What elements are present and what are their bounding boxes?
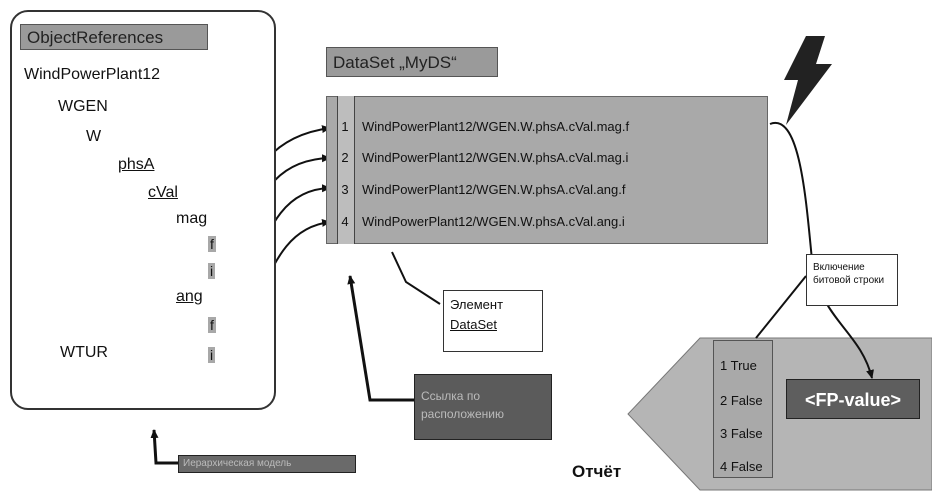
- report-flag: 1 True: [720, 358, 757, 373]
- tree-node-ang: ang: [176, 288, 203, 305]
- bitstring-pointer: [755, 275, 807, 339]
- bottom-ref-arrow: [150, 429, 178, 465]
- hierarchy-model-label: Иерархическая модель: [178, 455, 356, 473]
- object-references-title: ObjectReferences: [20, 24, 208, 50]
- tree-node-wtur: WTUR: [60, 344, 108, 361]
- dataset-row-reference: WindPowerPlant12/WGEN.W.phsA.cVal.mag.f: [362, 119, 630, 134]
- report-flag: 4 False: [720, 459, 763, 474]
- tree-node-mag-f: f: [208, 236, 216, 252]
- dataset-row-number: 2: [341, 150, 349, 165]
- tree-node-mag: mag: [176, 210, 208, 227]
- bitstring-inclusion-line2: битовой строки: [813, 275, 885, 286]
- tree-root-node: WindPowerPlant12: [24, 66, 161, 83]
- dataset-row-reference: WindPowerPlant12/WGEN.W.phsA.cVal.ang.i: [362, 214, 625, 229]
- dataset-panel: [326, 96, 768, 244]
- location-reference-label: Ссылка по расположению: [414, 374, 552, 440]
- tree-node-phsa: phsA: [118, 156, 155, 173]
- dataset-row-reference: WindPowerPlant12/WGEN.W.phsA.cVal.ang.f: [362, 182, 626, 197]
- element-pointer: [391, 251, 441, 305]
- dataset-element-label-line1: Элемент: [450, 297, 504, 312]
- dataset-element-label-line2: DataSet: [450, 317, 497, 332]
- tree-node-w: W: [86, 128, 102, 145]
- dataset-row-number: 3: [341, 182, 349, 197]
- report-label: Отчёт: [572, 462, 622, 481]
- dataset-row-number: 1: [341, 119, 349, 134]
- bitstring-inclusion-line1: Включение: [813, 262, 865, 273]
- report-flags-column: [713, 340, 773, 478]
- bitstring-inclusion-label: Включение битовой строки: [806, 254, 898, 306]
- tree-node-wgen: WGEN: [58, 98, 108, 115]
- dataset-element-label: Элемент DataSet: [443, 290, 543, 352]
- dataset-index-column: [337, 96, 355, 244]
- object-references-panel: [10, 10, 276, 410]
- report-flag: 3 False: [720, 426, 763, 441]
- report-flag: 2 False: [720, 393, 763, 408]
- location-ref-arrow: [347, 275, 414, 402]
- fp-value-box: <FP-value>: [786, 379, 920, 419]
- report-shape: [627, 337, 932, 491]
- tree-node-ang-i: i: [208, 347, 216, 363]
- lightning-icon: [784, 36, 832, 125]
- tree-node-cval: cVal: [148, 184, 178, 201]
- tree-node-ang-f: f: [208, 317, 216, 333]
- dataset-row-number: 4: [341, 214, 349, 229]
- location-reference-line1: Ссылка по: [421, 389, 480, 403]
- dataset-title: DataSet „MyDS“: [326, 47, 498, 77]
- tree-node-mag-i: i: [208, 263, 216, 279]
- location-reference-line2: расположению: [421, 407, 504, 421]
- dataset-row-reference: WindPowerPlant12/WGEN.W.phsA.cVal.mag.i: [362, 150, 629, 165]
